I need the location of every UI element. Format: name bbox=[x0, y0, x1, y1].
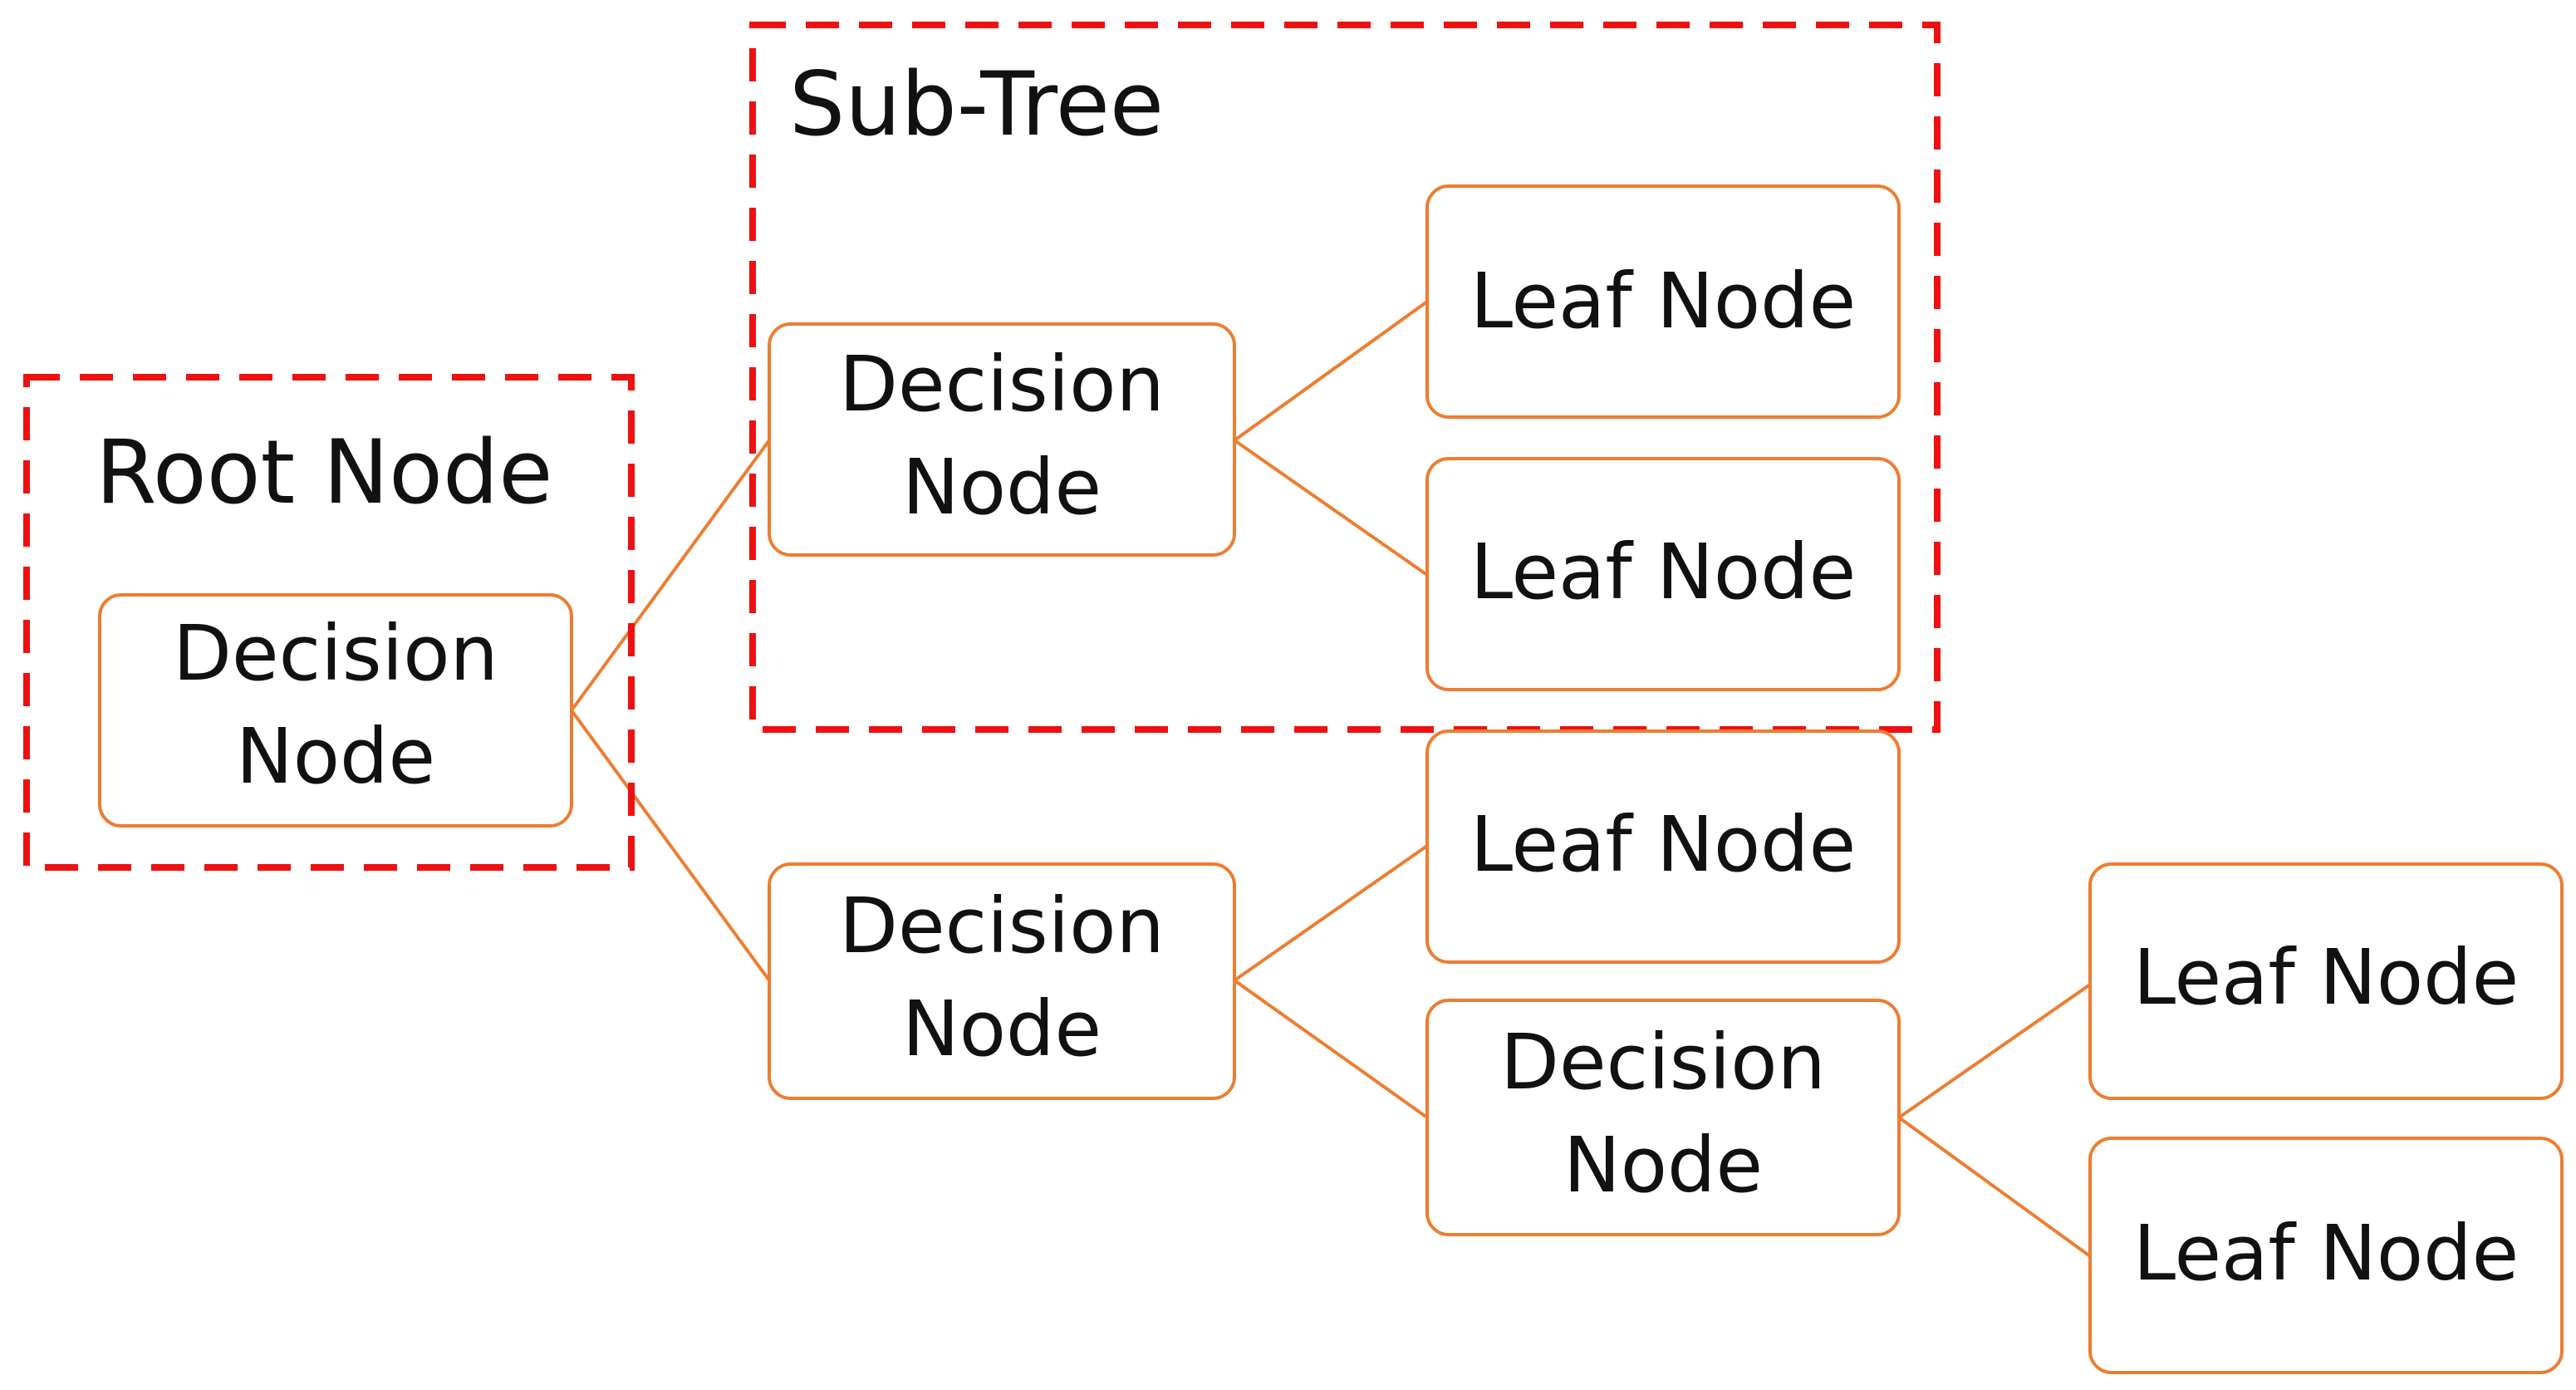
root-decision-node-line2: Node bbox=[236, 712, 435, 801]
edges bbox=[570, 300, 2092, 1258]
edge-root-to-decision-upper bbox=[570, 439, 771, 712]
leaf-node-3-label: Leaf Node bbox=[1470, 800, 1856, 889]
leaf-node-2-box bbox=[1425, 457, 1901, 691]
sub-tree-group-label: Sub-Tree bbox=[789, 53, 1164, 155]
leaf-node-1: Leaf Node bbox=[1425, 184, 1901, 419]
deep-decision-node-line2: Node bbox=[1563, 1121, 1763, 1210]
leaf-node-2: Leaf Node bbox=[1425, 457, 1901, 691]
upper-decision-node-line1: Decision bbox=[839, 340, 1165, 429]
edge-decision-lower-to-leaf-3 bbox=[1233, 844, 1429, 982]
edge-decision-deep-to-leaf-4 bbox=[1897, 983, 2092, 1119]
leaf-node-4: Leaf Node bbox=[2088, 862, 2564, 1100]
leaf-node-5-box bbox=[2088, 1137, 2564, 1374]
deep-decision-node-box bbox=[1425, 999, 1901, 1236]
sub-tree-group-outline bbox=[749, 22, 1941, 733]
lower-decision-node: Decision Node bbox=[768, 862, 1236, 1100]
lower-decision-node-box bbox=[768, 862, 1236, 1100]
root-decision-node-line1: Decision bbox=[173, 609, 498, 698]
lower-decision-node-line2: Node bbox=[902, 985, 1102, 1073]
leaf-node-5-label: Leaf Node bbox=[2133, 1209, 2519, 1298]
edge-decision-upper-to-leaf-1 bbox=[1233, 300, 1429, 442]
leaf-node-4-label: Leaf Node bbox=[2133, 933, 2519, 1022]
root-node-group-outline bbox=[23, 374, 635, 871]
edge-root-to-decision-lower bbox=[570, 709, 771, 982]
root-decision-node-box bbox=[98, 593, 573, 828]
leaf-node-4-box bbox=[2088, 862, 2564, 1100]
sub-tree-group: Sub-Tree bbox=[749, 22, 1941, 733]
upper-decision-node-line2: Node bbox=[902, 443, 1102, 532]
root-node-group: Root Node bbox=[23, 374, 635, 871]
leaf-node-1-label: Leaf Node bbox=[1470, 257, 1856, 346]
upper-decision-node: Decision Node bbox=[768, 322, 1236, 557]
upper-decision-node-box bbox=[768, 322, 1236, 557]
leaf-node-5: Leaf Node bbox=[2088, 1137, 2564, 1374]
root-decision-node: Decision Node bbox=[98, 593, 573, 828]
deep-decision-node-line1: Decision bbox=[1500, 1018, 1826, 1107]
edge-decision-lower-to-decision-deep bbox=[1233, 979, 1429, 1119]
leaf-node-3: Leaf Node bbox=[1425, 729, 1901, 964]
edge-decision-deep-to-leaf-5 bbox=[1897, 1116, 2092, 1258]
edge-decision-upper-to-leaf-2 bbox=[1233, 439, 1429, 577]
root-node-group-label: Root Node bbox=[96, 421, 553, 523]
deep-decision-node: Decision Node bbox=[1425, 999, 1901, 1236]
leaf-node-3-box bbox=[1425, 729, 1901, 964]
leaf-node-2-label: Leaf Node bbox=[1470, 528, 1856, 616]
lower-decision-node-line1: Decision bbox=[839, 882, 1165, 970]
leaf-node-1-box bbox=[1425, 184, 1901, 419]
